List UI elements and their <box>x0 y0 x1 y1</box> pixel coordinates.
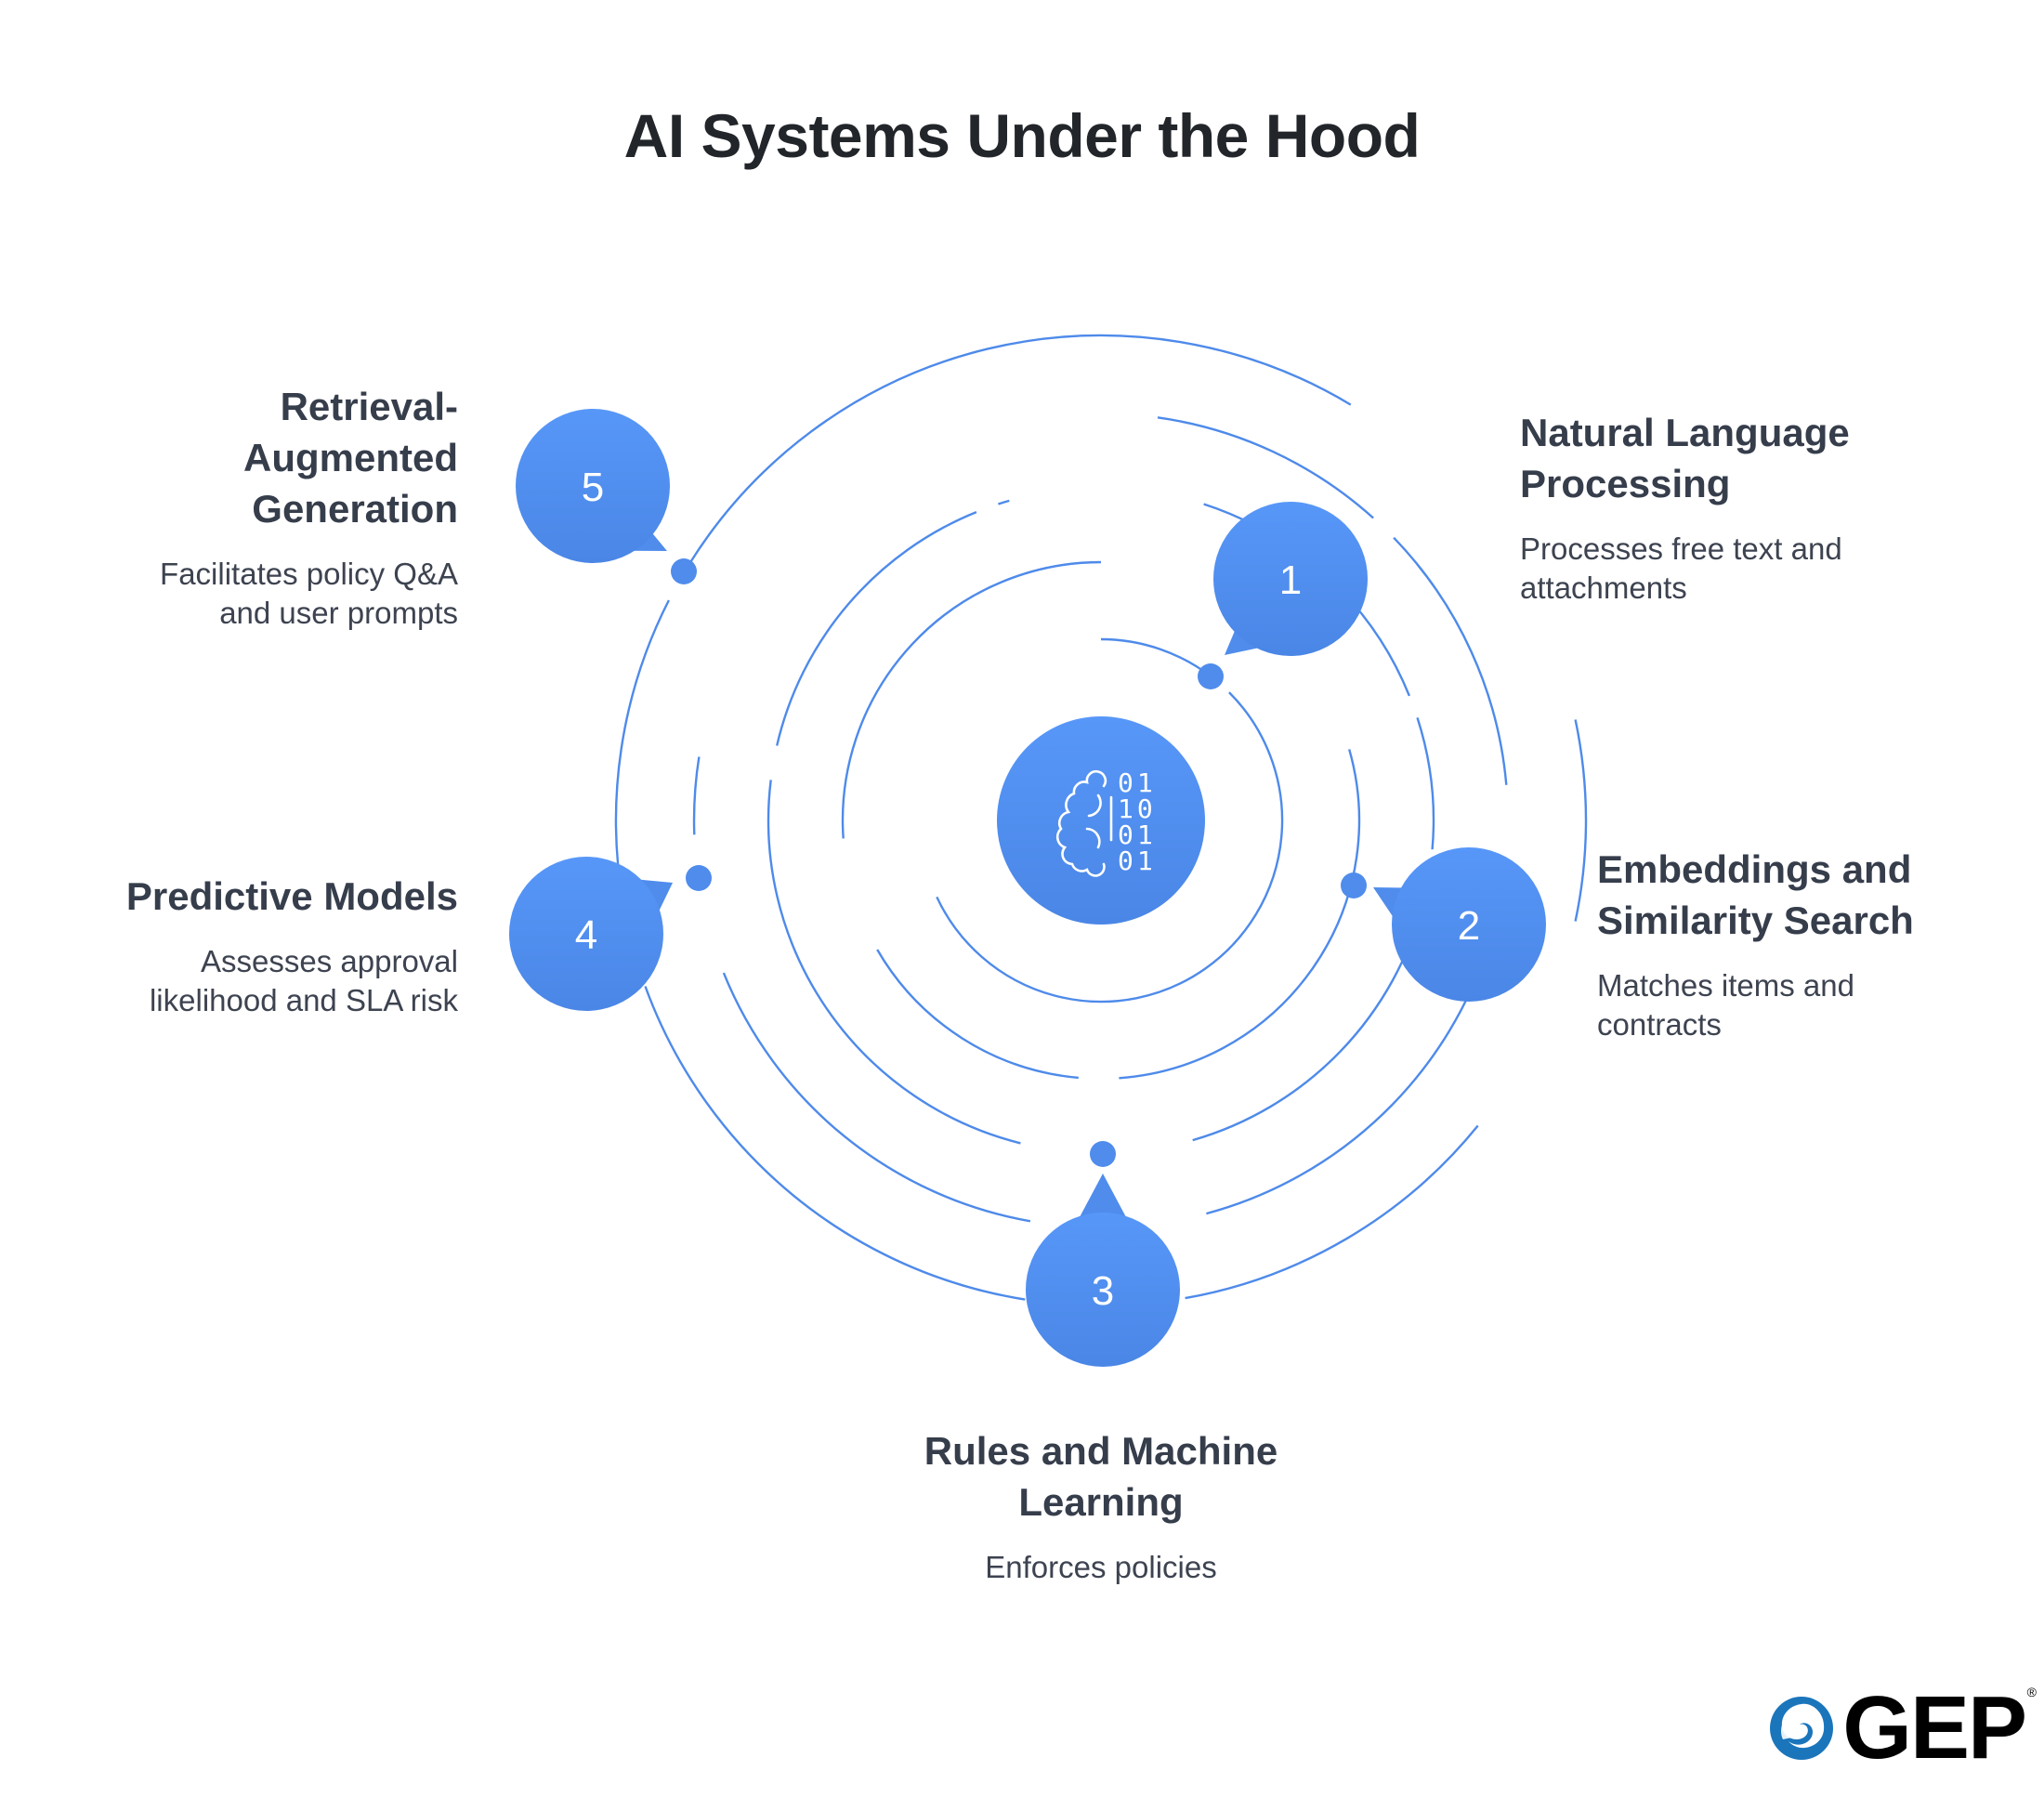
item-2-dot <box>1341 872 1367 898</box>
item-2-desc-line: Matches items and <box>1597 968 1854 1003</box>
item-3-description: Enforces policies <box>822 1548 1380 1587</box>
item-4-description: Assesses approval likelihood and SLA ris… <box>0 942 458 1020</box>
item-1-number: 1 <box>1279 557 1302 603</box>
ring-2-arc <box>876 949 1079 1080</box>
item-3-bubble: 3 <box>1026 1174 1180 1367</box>
brain-binary-icon <box>1055 769 1113 877</box>
ring-5-arc <box>1574 719 1588 922</box>
item-1-label: Natural Language Processing Processes fr… <box>1520 407 1947 608</box>
item-3-title-line: Learning <box>1018 1480 1184 1524</box>
item-3-title: Rules and Machine Learning <box>822 1425 1380 1528</box>
item-3-desc-line: Enforces policies <box>985 1550 1217 1584</box>
registered-mark: ® <box>2026 1685 2037 1699</box>
ring-4-arc <box>692 756 701 835</box>
binary-row: 10 <box>1118 794 1157 824</box>
ring-1-arc <box>936 691 1284 1003</box>
item-1-desc-line: Processes free text and <box>1520 531 1842 566</box>
bubble-circle <box>516 409 670 563</box>
page-title: AI Systems Under the Hood <box>623 101 1421 170</box>
bubble-circle <box>1213 502 1368 656</box>
item-3-number: 3 <box>1092 1268 1114 1314</box>
ring-2-arc <box>1119 749 1361 1080</box>
item-2-title-line: Similarity Search <box>1597 898 1914 942</box>
bubble-tail <box>1077 1174 1129 1221</box>
ring-4-arc <box>1157 416 1374 519</box>
ring-5-arc <box>688 334 1352 565</box>
item-3-dot <box>1090 1141 1116 1167</box>
item-4-label: Predictive Models Assesses approval like… <box>0 871 458 1020</box>
bubble-tail <box>1225 627 1264 655</box>
item-3-title-line: Rules and Machine <box>924 1429 1278 1473</box>
gep-logo: GEP® <box>1766 1684 2037 1773</box>
binary-row: 01 <box>1118 820 1157 850</box>
item-4-number: 4 <box>575 912 597 958</box>
item-5-number: 5 <box>582 465 604 510</box>
item-5-desc-line: Facilitates policy Q&A <box>160 557 458 591</box>
center-circle <box>997 716 1205 925</box>
item-1-title-line: Natural Language <box>1520 411 1850 454</box>
item-1-title: Natural Language Processing <box>1520 407 1947 509</box>
ring-3-arc <box>776 510 977 746</box>
item-2-number: 2 <box>1458 903 1480 949</box>
logo-text: GEP <box>1842 1678 2027 1777</box>
ring-4-arc <box>1393 536 1508 785</box>
ring-4-arc <box>722 972 1031 1223</box>
bubble-circle <box>1026 1213 1180 1367</box>
binary-row: 01 <box>1118 767 1157 798</box>
ring-5-arc <box>644 986 1026 1301</box>
item-2-desc-line: contracts <box>1597 1007 1722 1042</box>
ring-1-arc <box>1100 637 1213 679</box>
bubble-circle <box>1392 847 1546 1002</box>
ring-3-arc <box>1416 717 1435 850</box>
ring-2-arc <box>841 560 1102 839</box>
item-1-title-line: Processing <box>1520 462 1731 505</box>
binary-row: 01 <box>1118 846 1157 876</box>
item-5-title-line: Retrieval- <box>280 385 458 428</box>
ring-3-arc <box>1192 900 1425 1142</box>
item-4-title: Predictive Models <box>0 871 458 922</box>
item-4-title-line: Predictive Models <box>125 874 458 918</box>
item-5-dot <box>671 558 697 584</box>
item-2-bubble: 2 <box>1373 847 1546 1002</box>
item-4-bubble: 4 <box>509 857 673 1011</box>
item-3-label: Rules and Machine Learning Enforces poli… <box>822 1425 1380 1587</box>
item-4-dot <box>686 865 712 891</box>
ring-3-arc <box>998 499 1010 505</box>
gep-swirl-icon <box>1770 1697 1834 1760</box>
item-2-title-line: Embeddings and <box>1597 847 1912 891</box>
item-5-label: Retrieval- Augmented Generation Facilita… <box>68 381 458 633</box>
item-2-label: Embeddings and Similarity Search Matches… <box>1597 844 2024 1044</box>
item-1-dot <box>1198 663 1224 689</box>
gep-wordmark: GEP® <box>1842 1684 2037 1773</box>
item-5-title-line: Generation <box>252 487 458 531</box>
item-2-title: Embeddings and Similarity Search <box>1597 844 2024 946</box>
item-5-title-line: Augmented <box>243 436 458 479</box>
item-1-description: Processes free text and attachments <box>1520 530 1947 608</box>
item-5-description: Facilitates policy Q&A and user prompts <box>68 555 458 633</box>
item-1-desc-line: attachments <box>1520 571 1687 605</box>
item-5-bubble: 5 <box>516 409 670 563</box>
ring-5-arc <box>614 599 670 905</box>
item-1-bubble: 1 <box>1213 502 1368 656</box>
ring-3-arc <box>766 780 1021 1145</box>
item-4-desc-line: likelihood and SLA risk <box>149 983 458 1017</box>
item-4-desc-line: Assesses approval <box>201 944 458 978</box>
item-5-desc-line: and user prompts <box>219 596 458 630</box>
bubble-circle <box>509 857 663 1011</box>
item-5-title: Retrieval- Augmented Generation <box>68 381 458 534</box>
item-2-description: Matches items and contracts <box>1597 966 2024 1044</box>
ring-5-arc <box>1185 1124 1479 1300</box>
